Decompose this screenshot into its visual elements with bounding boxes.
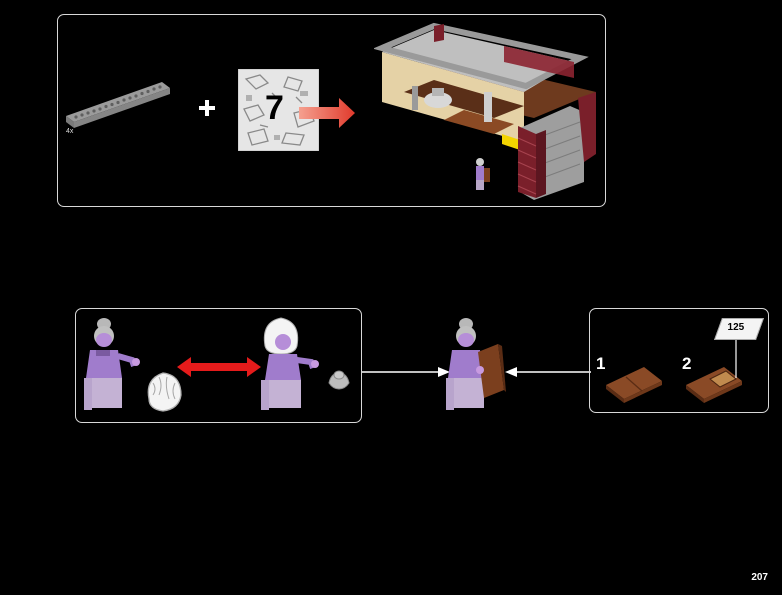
sticker-125-box: 125: [713, 318, 765, 340]
swap-double-arrow-icon: [177, 357, 261, 377]
arrow-to-result-icon: [362, 367, 450, 377]
minifigure-small: [476, 158, 490, 190]
substep-2-number: 2: [682, 354, 692, 373]
technic-beam-part: [66, 82, 170, 128]
brown-book-with-sticker: [686, 367, 742, 403]
red-arrow-right-icon: [299, 98, 355, 128]
white-hair-piece: [147, 372, 182, 412]
arrow-from-book-icon: [505, 367, 591, 377]
plus-icon: [199, 100, 215, 116]
minifigure-grandma: [84, 318, 140, 410]
page-number: 207: [751, 572, 768, 583]
top-instruction-panel: [57, 14, 606, 207]
sticker-callout-line: [735, 334, 737, 378]
hair-swap-panel: [75, 308, 362, 423]
minifigure-with-book: [446, 318, 506, 410]
brown-book-plate: [606, 367, 662, 403]
minifigure-white-hair: [261, 317, 319, 410]
booklet-number: 7: [265, 89, 284, 127]
part-quantity-label: 4x: [66, 128, 74, 135]
sticker-number: 125: [727, 322, 745, 333]
book-substep-panel: [589, 308, 769, 413]
building-model-image: [374, 22, 596, 200]
substep-1-number: 1: [596, 354, 606, 373]
grey-hair-bun-piece: [328, 370, 350, 390]
